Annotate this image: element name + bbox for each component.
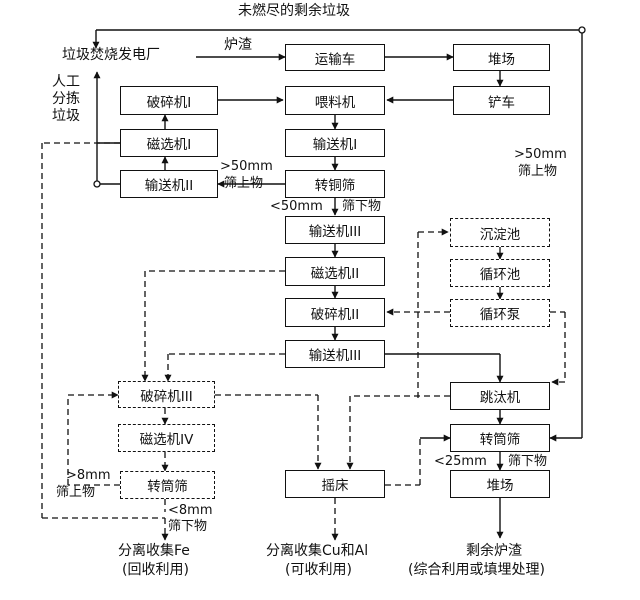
circulation-pump-box: 循环泵 — [450, 299, 550, 327]
slag-label: 炉渣 — [224, 37, 252, 53]
gt50-right-oversize: 筛上物 — [518, 164, 558, 179]
jig-box: 跳汰机 — [450, 382, 550, 410]
conveyor-2-box: 输送机II — [120, 170, 218, 198]
corner-node-top-right — [578, 26, 586, 34]
lt8-size: <8mm — [168, 503, 213, 518]
shovel-truck-box: 铲车 — [453, 86, 550, 115]
gt8-size: >8mm — [66, 468, 111, 483]
stockyard-top-box: 堆场 — [453, 44, 550, 71]
crusher-3-box: 破碎机III — [118, 381, 215, 408]
source-label: 垃圾焚烧发电厂 — [62, 47, 160, 63]
conveyor-1-box: 输送机I — [285, 129, 385, 157]
manual-sorting-1: 人工 — [52, 74, 80, 90]
output-fe: 分离收集Fe — [118, 543, 190, 559]
output-cu-al-note: (可收利用) — [285, 562, 352, 578]
gt50-left-oversize: 筛上物 — [224, 176, 264, 191]
top-loop-label: 未燃尽的剩余垃圾 — [238, 3, 350, 19]
magnetic-separator-4-box: 磁选机IV — [118, 424, 215, 452]
transport-truck-box: 运输车 — [285, 44, 385, 71]
stockyard-bottom-box: 堆场 — [450, 470, 550, 498]
trommel-left-box: 转筒筛 — [120, 471, 215, 499]
crusher-1-box: 破碎机I — [120, 86, 218, 115]
gt50-right-size: >50mm — [514, 147, 567, 162]
magnetic-separator-1-box: 磁选机I — [120, 129, 218, 157]
trommel-top-box: 转铜筛 — [285, 170, 385, 198]
lt25-size: <25mm — [434, 454, 487, 469]
output-cu-al: 分离收集Cu和Al — [266, 543, 369, 559]
lt8-undersize: 筛下物 — [168, 519, 208, 534]
trommel-right-box: 转筒筛 — [450, 424, 550, 452]
lt50-undersize: 筛下物 — [342, 199, 382, 214]
gt50-left-size: >50mm — [220, 159, 273, 174]
magnetic-separator-2-box: 磁选机II — [285, 257, 385, 286]
lt50-size: <50mm — [270, 199, 323, 214]
manual-sorting-2: 分拣 — [52, 91, 80, 107]
output-residual-slag: 剩余炉渣 — [466, 543, 522, 559]
shaking-table-box: 摇床 — [285, 470, 385, 498]
output-fe-note: (回收利用) — [122, 562, 189, 578]
corner-node-left — [93, 180, 101, 188]
manual-sorting-3: 垃圾 — [52, 108, 80, 124]
gt8-oversize: 筛上物 — [56, 485, 96, 500]
conveyor-3b-box: 输送机III — [285, 340, 385, 368]
circulation-tank-box: 循环池 — [450, 259, 550, 287]
feeder-box: 喂料机 — [285, 86, 385, 115]
output-residual-slag-note: (综合利用或填埋处理) — [408, 562, 545, 578]
crusher-2-box: 破碎机II — [285, 298, 385, 327]
settling-tank-box: 沉淀池 — [450, 218, 550, 247]
lt25-undersize: 筛下物 — [508, 454, 548, 469]
conveyor-3a-box: 输送机III — [285, 216, 385, 244]
